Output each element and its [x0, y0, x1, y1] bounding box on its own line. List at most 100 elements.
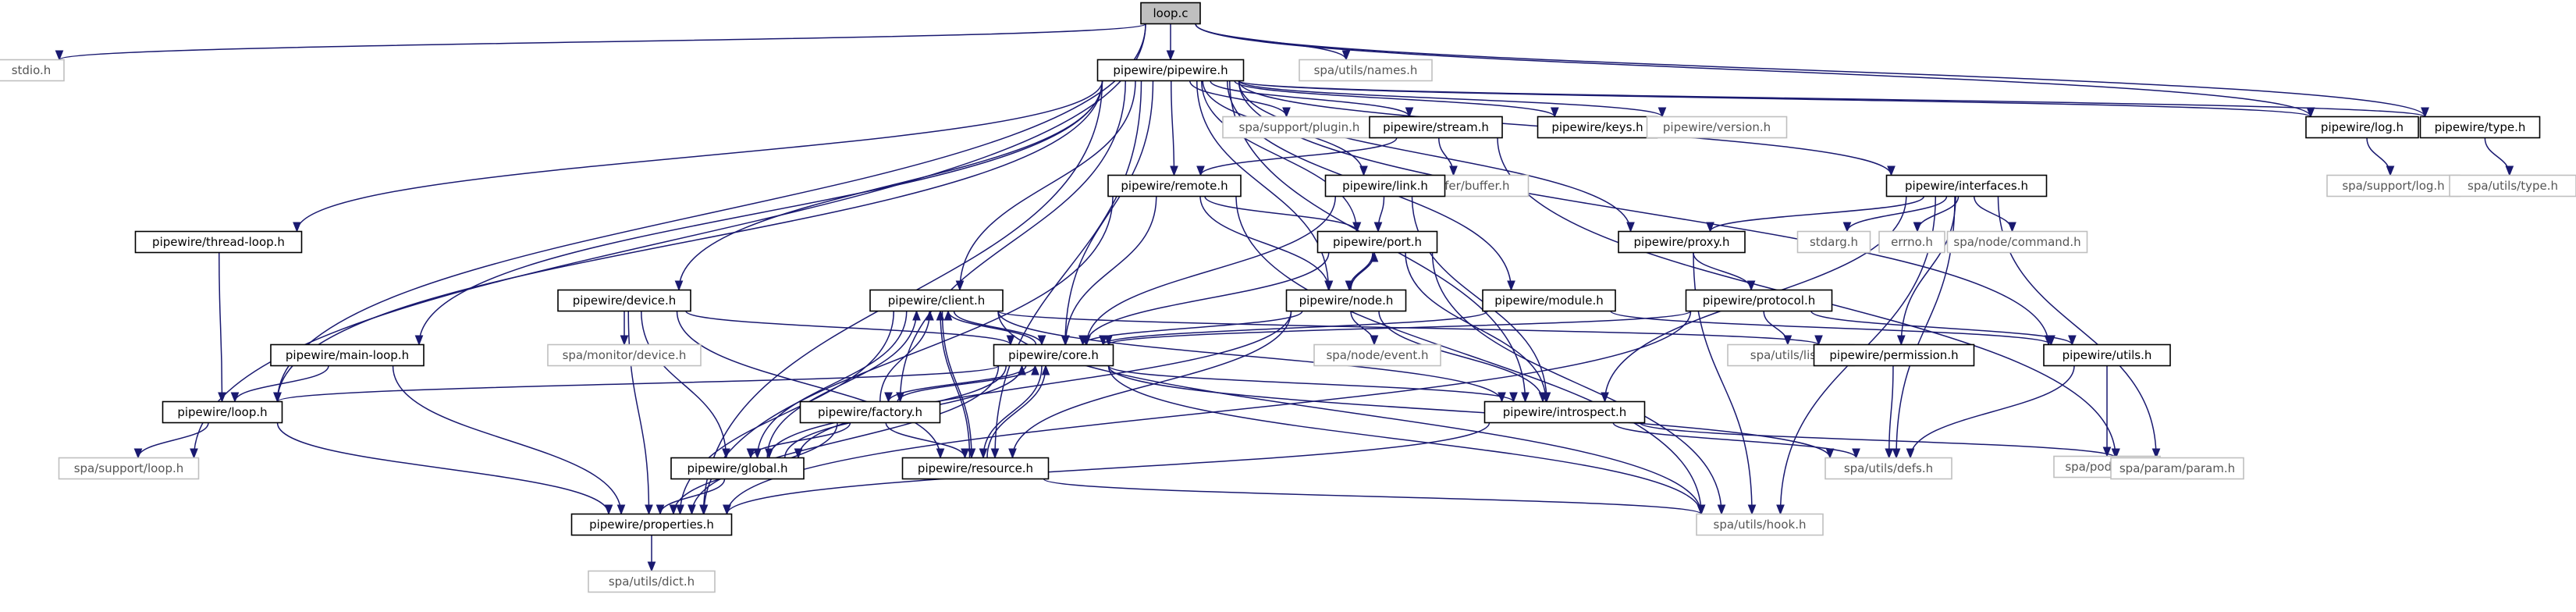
edge-loop-to-properties	[276, 422, 613, 515]
edge-pipewire-to-threadloop	[293, 80, 1103, 233]
node-box	[2110, 457, 2244, 480]
edge-threadloop-to-loop	[218, 252, 226, 403]
node-core[interactable]: pipewire/core.h	[993, 343, 1114, 367]
node-label: pipewire/client.h	[888, 294, 985, 308]
node-box	[1537, 116, 1658, 139]
node-utils[interactable]: pipewire/utils.h	[2043, 343, 2171, 367]
node-box	[1369, 116, 1503, 139]
node-hook: spa/utils/hook.h	[1696, 513, 1824, 536]
edge-core-to-client	[943, 310, 1037, 345]
edge-pipewire-to-type	[1238, 80, 2429, 118]
edge-protocol-to-list	[1763, 311, 1793, 346]
node-box	[0, 59, 65, 82]
edge-pipewire-to-factory	[896, 80, 1126, 403]
node-box	[1946, 230, 2088, 254]
node-errno: errno.h	[1878, 230, 1945, 254]
edge-node-to-introspect	[1378, 311, 1547, 403]
edge-factory-to-client	[879, 310, 934, 402]
node-global[interactable]: pipewire/global.h	[670, 457, 805, 480]
node-box	[2043, 343, 2171, 367]
edge-link-to-core	[1082, 196, 1336, 346]
node-box	[1796, 230, 1871, 254]
node-label: pipewire/port.h	[1333, 235, 1422, 249]
node-client[interactable]: pipewire/client.h	[869, 289, 1004, 312]
edge-remote-to-core	[1061, 196, 1157, 346]
node-label: pipewire/remote.h	[1121, 179, 1228, 193]
node-type[interactable]: pipewire/type.h	[2419, 116, 2541, 139]
node-module[interactable]: pipewire/module.h	[1482, 289, 1616, 312]
node-log[interactable]: pipewire/log.h	[2305, 116, 2419, 139]
node-box	[270, 343, 425, 367]
edge-module-to-utils	[1610, 310, 2055, 346]
edge-pipewire-to-client	[955, 80, 1136, 291]
edge-device-to-resource	[676, 311, 945, 459]
edge-pipewire-to-proxy	[1238, 80, 1635, 233]
node-box	[2305, 116, 2419, 139]
edge-node-to-port	[1350, 251, 1379, 290]
edge-permission-to-defs	[1885, 365, 1894, 459]
node-threadloop[interactable]: pipewire/thread-loop.h	[134, 230, 303, 254]
edge-loop-c-to-loop	[273, 23, 1146, 403]
node-names: spa/utils/names.h	[1299, 59, 1433, 82]
node-box	[1618, 230, 1746, 254]
node-resource[interactable]: pipewire/resource.h	[901, 457, 1050, 480]
edge-device-to-properties	[627, 311, 653, 515]
node-label: pipewire/log.h	[2321, 120, 2404, 134]
node-stdarg: stdarg.h	[1796, 230, 1871, 254]
node-box	[557, 289, 691, 312]
node-introspect[interactable]: pipewire/introspect.h	[1483, 400, 1646, 424]
node-spatype: spa/utils/type.h	[2449, 174, 2576, 197]
node-label: pipewire/link.h	[1342, 179, 1428, 193]
node-factory[interactable]: pipewire/factory.h	[799, 400, 941, 424]
node-box	[1813, 343, 1975, 367]
node-label: pipewire/device.h	[573, 294, 677, 308]
node-loop-c[interactable]: loop.c	[1140, 2, 1201, 25]
edge-remote-to-port	[1204, 196, 1362, 233]
node-remote[interactable]: pipewire/remote.h	[1107, 174, 1242, 197]
edge-core-to-properties	[688, 365, 1000, 515]
node-stream[interactable]: pipewire/stream.h	[1369, 116, 1503, 139]
node-label: pipewire/stream.h	[1383, 120, 1489, 134]
node-mainloop[interactable]: pipewire/main-loop.h	[270, 343, 425, 367]
node-keys[interactable]: pipewire/keys.h	[1537, 116, 1658, 139]
node-box	[1316, 230, 1438, 254]
node-box	[670, 457, 805, 480]
edge-factory-to-resource	[885, 422, 969, 459]
edge-interfaces-to-errno	[1913, 196, 1960, 233]
node-box	[1299, 59, 1433, 82]
node-box	[869, 289, 1004, 312]
edge-port-to-node	[1345, 252, 1373, 291]
node-port[interactable]: pipewire/port.h	[1316, 230, 1438, 254]
edge-pipewire-to-keys	[1234, 80, 1559, 118]
node-proxy[interactable]: pipewire/proxy.h	[1618, 230, 1746, 254]
edge-mainloop-to-properties	[392, 365, 626, 515]
node-label: spa/utils/type.h	[2468, 179, 2558, 193]
edge-client-to-introspect	[997, 311, 1506, 403]
edge-utils-to-defs	[1906, 365, 2075, 459]
node-device[interactable]: pipewire/device.h	[557, 289, 691, 312]
node-link[interactable]: pipewire/link.h	[1324, 174, 1446, 197]
node-box	[1646, 116, 1788, 139]
node-protocol[interactable]: pipewire/protocol.h	[1685, 289, 1833, 312]
node-node[interactable]: pipewire/node.h	[1285, 289, 1407, 312]
edge-resource-to-hook	[1043, 478, 1705, 515]
node-label: pipewire/utils.h	[2063, 348, 2152, 362]
node-loop[interactable]: pipewire/loop.h	[162, 400, 283, 424]
node-box	[1140, 2, 1201, 25]
edge-loop-c-to-spaloop	[190, 23, 1146, 459]
node-plugin: spa/support/plugin.h	[1222, 116, 1377, 139]
node-box	[799, 400, 941, 424]
edge-core-to-introspect	[1107, 365, 1518, 403]
edge-node-to-core	[1078, 311, 1303, 346]
edge-port-to-hook	[1431, 252, 1726, 515]
node-box	[1685, 289, 1833, 312]
node-pipewire[interactable]: pipewire/pipewire.h	[1096, 59, 1245, 82]
edge-pipewire-to-mainloop	[414, 80, 1103, 346]
edge-core-to-defs	[1107, 365, 1835, 459]
node-permission[interactable]: pipewire/permission.h	[1813, 343, 1975, 367]
edge-resource-to-client	[936, 310, 971, 458]
edge-device-to-core	[685, 310, 1015, 346]
node-interfaces[interactable]: pipewire/interfaces.h	[1885, 174, 2048, 197]
edge-layer	[55, 23, 2514, 572]
node-properties[interactable]: pipewire/properties.h	[570, 513, 733, 536]
